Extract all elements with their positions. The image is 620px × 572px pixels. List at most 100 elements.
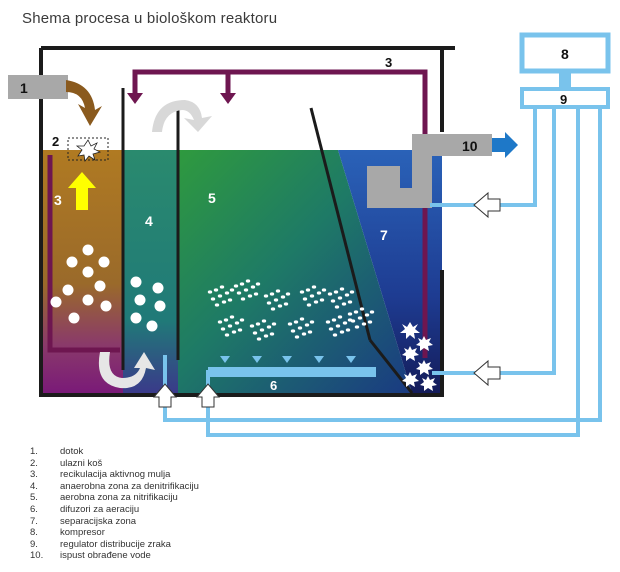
air-bubble [243, 288, 249, 292]
air-bubble [255, 282, 261, 286]
legend-item: 2.ulazni koš [30, 458, 199, 470]
label-5: 5 [208, 190, 216, 206]
air-bubble [330, 299, 336, 303]
air-bubble [236, 291, 242, 295]
air-bubble [271, 322, 277, 326]
air-bubble [359, 307, 365, 311]
bottom-return-arrow [98, 352, 155, 389]
air-bubble [275, 289, 281, 293]
label-3-inlet: 3 [54, 192, 62, 208]
sludge-flocs [400, 322, 437, 391]
legend-number: 10. [30, 550, 44, 562]
air-bubble [307, 330, 313, 334]
air-bubble [233, 284, 239, 288]
legend-item: 10. ispust obrađene vode [30, 550, 199, 562]
air-bubble [347, 300, 353, 304]
air-bubble [339, 330, 345, 334]
legend-number: 2. [30, 457, 38, 469]
aerobic-zone [178, 150, 412, 393]
air-bubble [337, 296, 343, 300]
air-bubble [332, 333, 338, 337]
legend-text: dotok [60, 446, 84, 457]
air-bubble [341, 302, 347, 306]
air-bubble [240, 297, 246, 301]
air-bubble [250, 285, 256, 289]
air-bubble [273, 298, 279, 302]
air-bubble [229, 288, 235, 292]
air-bubble [304, 323, 310, 327]
reactor-diagram: 1 2 3 4 5 6 7 [8, 32, 611, 437]
air-bubble [293, 320, 299, 324]
air-inlet-arrows [152, 191, 501, 408]
air-bubble [353, 310, 359, 314]
air-bubble [231, 330, 237, 334]
air-bubble [261, 319, 267, 323]
air-bubble [237, 328, 243, 332]
air-bubble [217, 320, 223, 324]
air-bubble [367, 320, 373, 324]
legend-text: kompresor [60, 527, 105, 539]
air-bubble [350, 319, 356, 323]
air-bubble [357, 316, 363, 320]
legend-number: 5. [30, 492, 38, 504]
legend-number: 8. [30, 527, 38, 539]
air-pipes [163, 108, 602, 437]
air-bubble [270, 307, 276, 311]
air-bubble [269, 292, 275, 296]
label-3-recirculation: 3 [385, 55, 392, 70]
legend-item: 9.regulator distribucije zraka [30, 539, 199, 551]
air-bubble [227, 324, 233, 328]
air-bubble [224, 333, 230, 337]
label-7: 7 [380, 227, 388, 243]
air-bubble [266, 325, 272, 329]
air-bubble [306, 303, 312, 307]
legend-number: 4. [30, 480, 38, 492]
air-bubble [214, 303, 220, 307]
legend-number: 7. [30, 515, 38, 527]
air-bubble [207, 290, 213, 294]
air-bubble [221, 300, 227, 304]
air-bubble [301, 332, 307, 336]
air-bubble [331, 318, 337, 322]
anaerobic-bubbles [130, 276, 166, 332]
air-bubble [354, 325, 360, 329]
air-bubble [316, 291, 322, 295]
air-bubble [253, 292, 259, 296]
air-bubble [285, 292, 291, 296]
legend-text: anaerobna zona za denitrifikaciju [60, 480, 199, 492]
air-bubble [305, 288, 311, 292]
legend-number: 6. [30, 503, 38, 515]
air-bubble [313, 300, 319, 304]
recirculation-line [47, 69, 428, 358]
legend-text: difuzori za aeraciju [60, 503, 140, 515]
legend-item: 5.aerobna zona za nitrifikaciju [30, 492, 199, 504]
air-bubble [224, 291, 230, 295]
inlet-basket [67, 137, 109, 162]
air-bubble [302, 297, 308, 301]
air-bubble [342, 321, 348, 325]
compressor [519, 32, 611, 89]
air-bubble [361, 322, 367, 326]
air-bubble [327, 292, 333, 296]
air-bubble [219, 285, 225, 289]
legend: 1.dotok 2.ulazni koš 3.recikulacija akti… [30, 446, 199, 562]
air-bubble [234, 321, 240, 325]
legend-item: 4. anaerobna zona za denitrifikaciju [30, 481, 199, 493]
air-bubble [325, 320, 331, 324]
legend-text: ispust obrađene vode [60, 550, 151, 562]
air-bubble [337, 315, 343, 319]
anaerobic-zone [123, 150, 178, 393]
air-bubble [309, 294, 315, 298]
overflow-arrow [152, 100, 212, 132]
air-bubble [309, 320, 315, 324]
legend-item: 6. difuzori za aeraciju [30, 504, 199, 516]
air-bubble [364, 313, 370, 317]
air-bubble [299, 290, 305, 294]
legend-number: 3. [30, 469, 38, 481]
label-1: 1 [20, 80, 28, 96]
label-2: 2 [52, 134, 59, 149]
air-bubble [290, 329, 296, 333]
air-bubble [247, 294, 253, 298]
air-bubble [345, 328, 351, 332]
aeration-bubbles [207, 279, 375, 341]
